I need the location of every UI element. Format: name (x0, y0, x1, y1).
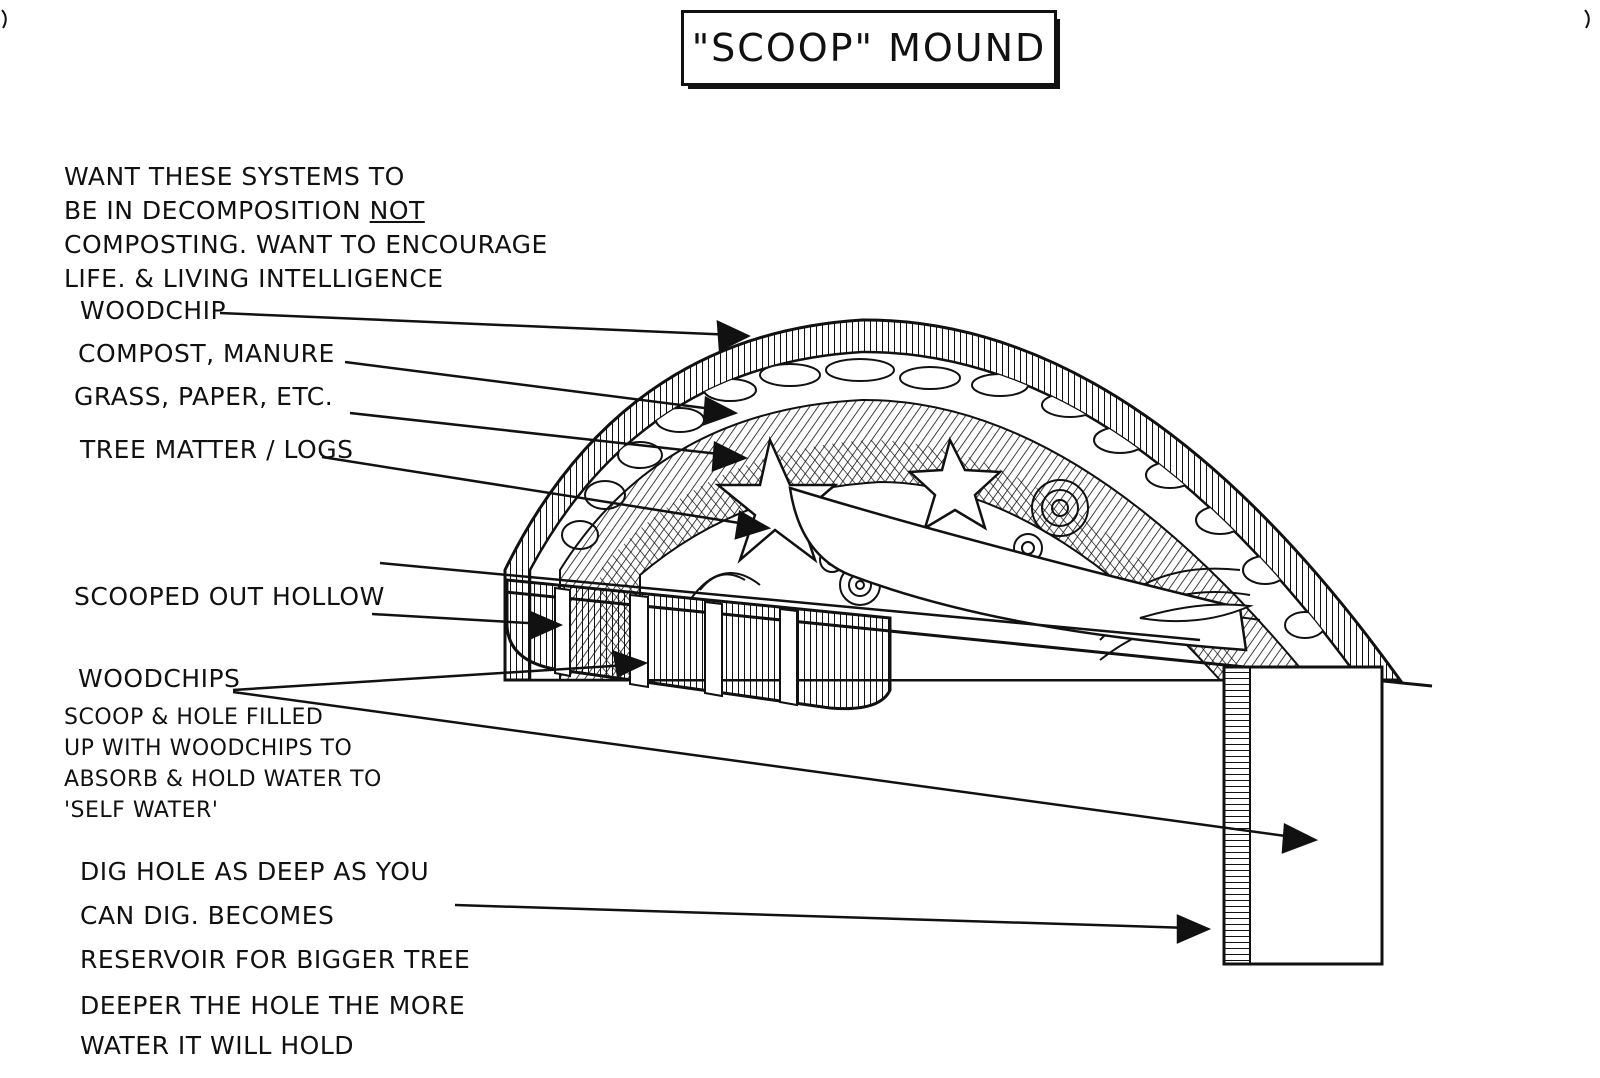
diagram-title: "SCOOP" MOUND (691, 26, 1047, 70)
deeper-note-line-2: WATER IT WILL HOLD (80, 1031, 355, 1060)
woodchips-note-line-1: SCOOP & HOLE FILLED (64, 705, 324, 730)
label-woodchips: WOODCHIPS (78, 664, 241, 693)
big-log (788, 486, 1248, 652)
intro-line-2-text: BE IN DECOMPOSITION (64, 196, 370, 225)
intro-note: WANT THESE SYSTEMS TO BE IN DECOMPOSITIO… (64, 160, 548, 296)
intro-line-4: LIFE. & LIVING INTELLIGENCE (64, 264, 444, 293)
label-grass-paper: GRASS, PAPER, ETC. (74, 382, 334, 411)
dig-note-line-2: CAN DIG. BECOMES (80, 901, 335, 930)
woodchips-note-line-3: ABSORB & HOLD WATER TO (64, 767, 382, 792)
title-box: "SCOOP" MOUND (681, 10, 1060, 89)
deeper-note: DEEPER THE HOLE THE MORE WATER IT WILL H… (80, 986, 465, 1066)
label-woodchip: WOODCHIP (80, 296, 227, 325)
label-compost-manure: COMPOST, MANURE (78, 339, 335, 368)
intro-line-3: COMPOSTING. WANT TO ENCOURAGE (64, 230, 548, 259)
label-tree-matter: TREE MATTER / LOGS (80, 435, 354, 464)
label-scooped-hollow: SCOOPED OUT HOLLOW (74, 582, 385, 611)
intro-line-2: BE IN DECOMPOSITION NOT (64, 194, 548, 228)
woodchips-note-line-2: UP WITH WOODCHIPS TO (64, 736, 353, 761)
woodchips-note-line-4: 'SELF WATER' (64, 798, 219, 823)
woodchips-note: SCOOP & HOLE FILLED UP WITH WOODCHIPS TO… (64, 702, 382, 826)
intro-emphasis: NOT (369, 196, 425, 225)
intro-line-1: WANT THESE SYSTEMS TO (64, 162, 405, 191)
dig-note: DIG HOLE AS DEEP AS YOU CAN DIG. BECOMES… (80, 850, 470, 982)
pointer-arrows (219, 311, 1319, 944)
dig-note-line-1: DIG HOLE AS DEEP AS YOU (80, 857, 430, 886)
dig-note-line-3: RESERVOIR FOR BIGGER TREE (80, 945, 471, 974)
deeper-note-line-1: DEEPER THE HOLE THE MORE (80, 991, 466, 1020)
